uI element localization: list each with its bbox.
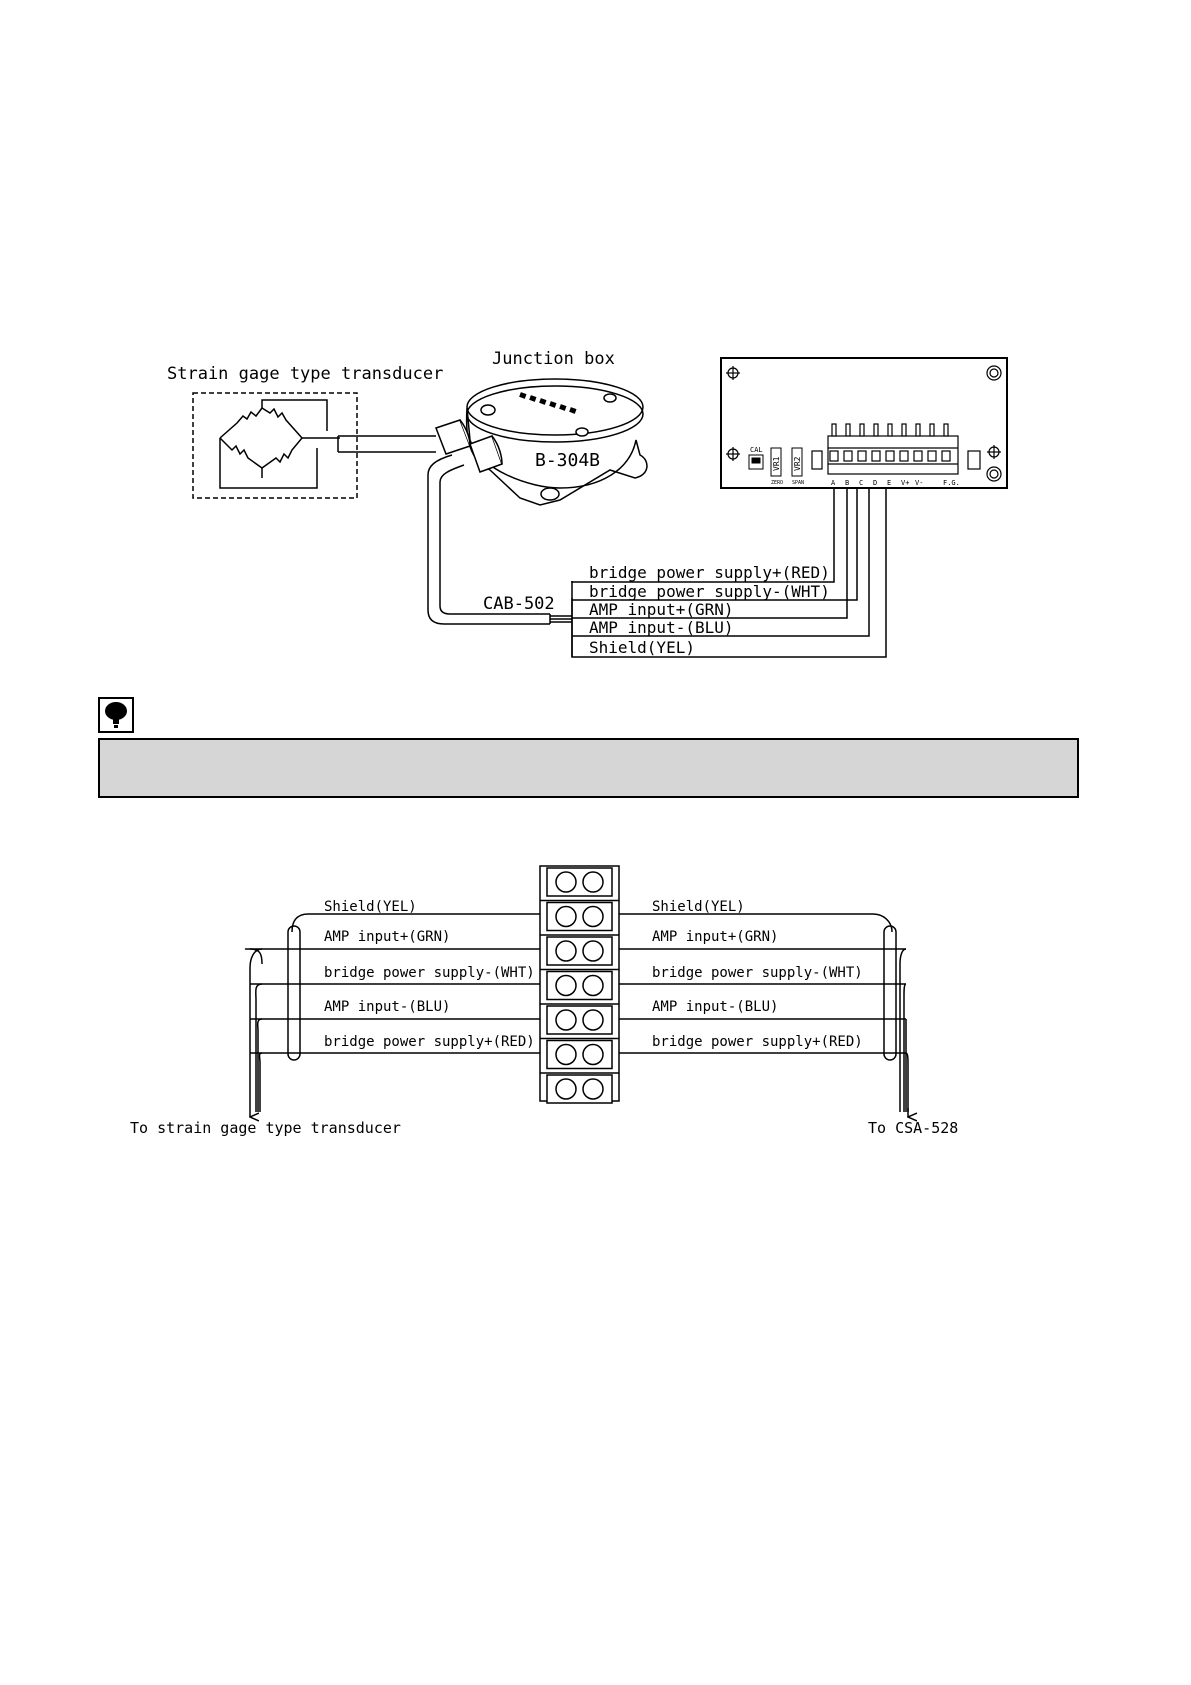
left-destination-label: To strain gage type transducer xyxy=(130,1119,401,1137)
terminal-label: A xyxy=(831,479,836,487)
terminal-wiring xyxy=(244,913,908,1117)
terminal-screw-post xyxy=(943,423,949,437)
terminal-screw-post xyxy=(831,423,837,437)
transducer-cable xyxy=(337,435,436,453)
junction-box-logo-marking xyxy=(519,392,577,414)
terminal-labels-right: Shield(YEL) AMP input+(GRN) bridge power… xyxy=(652,899,863,1050)
terminal-screw-icon xyxy=(582,1043,604,1066)
junction-box: Junction box B-304B xyxy=(435,349,648,506)
right-destination-label: To CSA-528 xyxy=(868,1119,958,1137)
zero-label: ZERO xyxy=(771,480,783,486)
vr1-label: VR1 xyxy=(772,456,781,471)
terminal-socket xyxy=(829,450,839,462)
right-label-amp-plus: AMP input+(GRN) xyxy=(652,929,778,945)
mounting-hole-icon xyxy=(726,365,1002,482)
terminal-screw-icon xyxy=(555,1009,577,1031)
right-label-bridge-plus: bridge power supply+(RED) xyxy=(652,1034,863,1050)
terminal-label: B xyxy=(845,479,849,487)
left-label-amp-minus: AMP input-(BLU) xyxy=(324,999,450,1015)
terminal-screw-icon xyxy=(582,871,604,893)
terminal-screw-icon xyxy=(582,905,604,928)
left-label-bridge-minus: bridge power supply-(WHT) xyxy=(324,965,535,981)
wheatstone-bridge-icon xyxy=(219,399,340,489)
terminal-screw-icon xyxy=(582,1009,604,1031)
wire-label-grn: AMP input+(GRN) xyxy=(589,600,734,619)
vr2-label: VR2 xyxy=(793,456,802,471)
transducer-label: Strain gage type transducer xyxy=(167,364,443,384)
right-label-shield: Shield(YEL) xyxy=(652,899,745,915)
terminal-socket xyxy=(899,450,909,462)
terminal-screw-post xyxy=(859,423,865,437)
terminal-screw-icon xyxy=(582,1078,604,1100)
wire-label-red: bridge power supply+(RED) xyxy=(589,563,830,582)
terminal-screw-icon xyxy=(582,974,604,997)
left-label-amp-plus: AMP input+(GRN) xyxy=(324,929,450,945)
warning-balloon-icon xyxy=(98,697,134,733)
cal-label: CAL xyxy=(750,446,763,454)
terminal-socket xyxy=(927,450,937,462)
junction-box-label: Junction box xyxy=(492,349,615,369)
amplifier-board: CAL VR1 VR2 ZERO SPAN A B C D E V+ V- F.G. xyxy=(720,357,1008,489)
right-label-amp-minus: AMP input-(BLU) xyxy=(652,999,778,1015)
wire-bundle xyxy=(550,458,887,658)
note-box xyxy=(98,738,1079,798)
terminal-label: V- xyxy=(915,479,923,487)
terminal-screw-icon xyxy=(582,940,604,962)
terminal-socket xyxy=(941,450,951,462)
terminal-label: E xyxy=(887,479,891,487)
terminal-screw-icon xyxy=(555,940,577,962)
span-label: SPAN xyxy=(792,480,804,486)
vr1-trimmer xyxy=(770,447,782,477)
right-label-bridge-minus: bridge power supply-(WHT) xyxy=(652,965,863,981)
terminal-labels: A B C D E V+ V- F.G. xyxy=(831,479,960,487)
junction-box-model: B-304B xyxy=(535,450,600,471)
terminal-screw-post xyxy=(887,423,893,437)
terminal-screw-icon xyxy=(555,905,577,928)
left-label-bridge-plus: bridge power supply+(RED) xyxy=(324,1034,535,1050)
terminal-screw-post xyxy=(901,423,907,437)
terminal-screw-post xyxy=(929,423,935,437)
terminal-screw-post xyxy=(873,423,879,437)
wire-labels: bridge power supply+(RED) bridge power s… xyxy=(589,563,830,657)
terminal-socket xyxy=(843,450,853,462)
terminal-label: V+ xyxy=(901,479,909,487)
terminal-screw-icon xyxy=(555,1078,577,1100)
left-label-shield: Shield(YEL) xyxy=(324,899,417,915)
cable-label: CAB-502 xyxy=(483,594,555,614)
terminal-block xyxy=(539,865,620,1104)
terminal-screw-icon xyxy=(555,1043,577,1066)
terminal-screw-icon xyxy=(555,871,577,893)
terminal-label: C xyxy=(859,479,863,487)
terminal-screw-icon xyxy=(555,974,577,997)
wire-label-shield: Shield(YEL) xyxy=(589,638,695,657)
terminal-label: F.G. xyxy=(943,479,960,487)
cal-switch xyxy=(748,454,764,470)
transducer-outline xyxy=(192,392,358,499)
terminal-connector xyxy=(811,423,981,475)
strain-gage-transducer: Strain gage type transducer xyxy=(167,364,443,499)
terminal-socket xyxy=(913,450,923,462)
vr2-trimmer xyxy=(791,447,803,477)
terminal-socket xyxy=(871,450,881,462)
wire-label-wht: bridge power supply-(WHT) xyxy=(589,582,830,601)
wire-label-blu: AMP input-(BLU) xyxy=(589,618,734,637)
terminal-screw-post xyxy=(845,423,851,437)
terminal-screw-post xyxy=(915,423,921,437)
terminal-labels-left: Shield(YEL) AMP input+(GRN) bridge power… xyxy=(324,899,535,1050)
terminal-socket xyxy=(885,450,895,462)
terminal-label: D xyxy=(873,479,877,487)
terminal-socket xyxy=(857,450,867,462)
